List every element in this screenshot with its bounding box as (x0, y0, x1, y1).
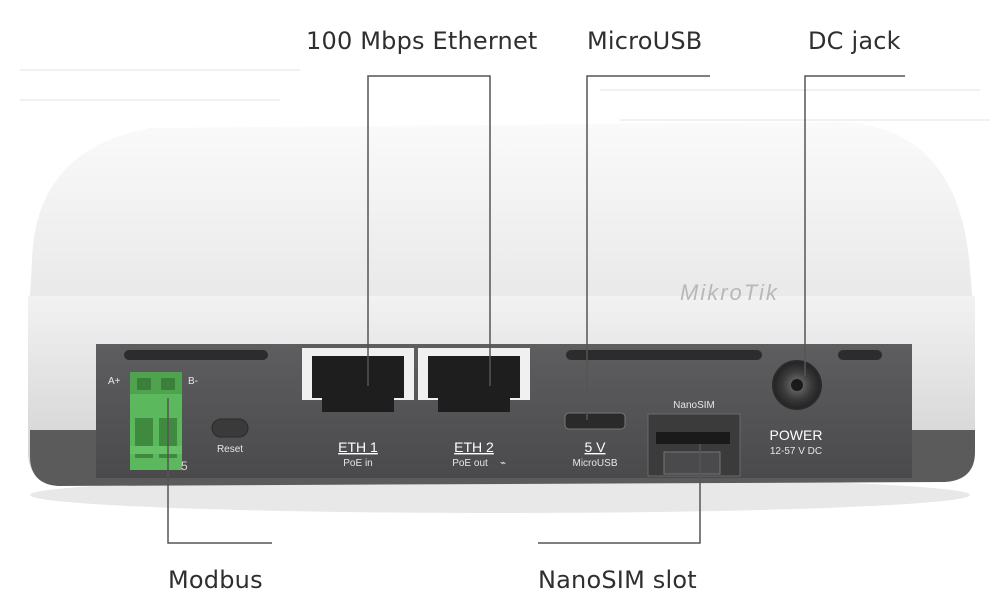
panel-vent-right (838, 350, 882, 360)
callout-modbus: Modbus (168, 566, 263, 594)
nanosim-slot[interactable] (647, 413, 741, 477)
panel-vent-mid (566, 350, 762, 360)
modbus-terminal (130, 372, 182, 470)
eth1-label: ETH 1 (338, 439, 378, 455)
background-texture (20, 69, 990, 121)
terminal-number-label: 5 (181, 459, 188, 473)
usb-sublabel: MicroUSB (572, 458, 617, 469)
reset-label: Reset (217, 444, 243, 455)
dc-jack-pin (791, 379, 803, 391)
microusb-port[interactable] (564, 412, 626, 430)
device-shadow (30, 477, 970, 513)
poe-out-icon: ⌁ (500, 458, 506, 469)
power-label: POWER (770, 427, 823, 443)
eth2-sublabel: PoE out (452, 458, 488, 469)
leader-modbus (167, 398, 272, 544)
mikrotik-logo: MikroTik (680, 280, 779, 305)
callout-ethernet: 100 Mbps Ethernet (306, 27, 538, 55)
device-top (28, 122, 975, 330)
eth2-port[interactable] (418, 348, 530, 412)
callout-nanosim: NanoSIM slot (538, 566, 697, 594)
eth1-sublabel: PoE in (343, 458, 372, 469)
reset-button[interactable] (211, 418, 249, 438)
leader-dcjack (804, 75, 905, 376)
terminal-a-label: A+ (108, 376, 121, 387)
leader-nanosim (538, 444, 701, 544)
power-sublabel: 12-57 V DC (770, 446, 822, 457)
callout-dcjack: DC jack (808, 27, 901, 55)
eth1-port[interactable] (302, 348, 414, 412)
eth2-label: ETH 2 (454, 439, 494, 455)
terminal-b-label: B- (188, 376, 198, 387)
leader-lines (167, 75, 905, 544)
panel-vent-left (124, 350, 268, 360)
leader-ethernet (367, 75, 491, 386)
nanosim-label: NanoSIM (673, 400, 715, 411)
callout-microusb: MicroUSB (587, 27, 703, 55)
leader-microusb (586, 75, 710, 420)
usb-voltage-label: 5 V (584, 439, 606, 455)
